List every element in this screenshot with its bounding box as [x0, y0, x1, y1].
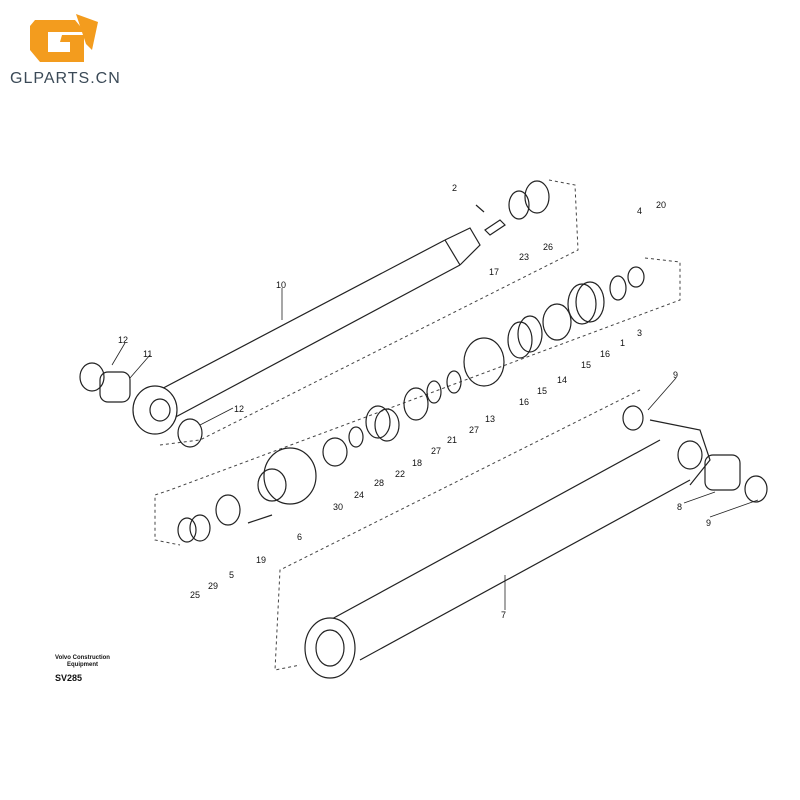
- callout-19: 19: [256, 555, 266, 565]
- caption-code: SV285: [55, 673, 83, 683]
- dashed-outline: [154, 179, 681, 671]
- excavator-bucket-logo: [30, 14, 98, 62]
- callout-29: 29: [208, 581, 218, 591]
- callout-30: 30: [333, 502, 343, 512]
- callout-4: 4: [637, 206, 642, 216]
- callout-9-top: 9: [673, 370, 678, 380]
- callout-22: 22: [395, 469, 405, 479]
- callout-7: 7: [501, 610, 506, 620]
- callout-28: 28: [374, 478, 384, 488]
- callout-27-right: 27: [469, 425, 479, 435]
- callout-24: 24: [354, 490, 364, 500]
- callout-5: 5: [229, 570, 234, 580]
- callout-20: 20: [656, 200, 666, 210]
- callout-2: 2: [452, 183, 457, 193]
- callout-3: 3: [637, 328, 642, 338]
- callout-16-right: 16: [600, 349, 610, 359]
- callout-11: 11: [143, 349, 152, 359]
- callout-18: 18: [412, 458, 422, 468]
- callout-9-bottom: 9: [706, 518, 711, 528]
- callout-16-left: 16: [519, 397, 529, 407]
- callout-14: 14: [557, 375, 567, 385]
- leader-lines: [111, 288, 759, 610]
- callout-27-left: 27: [431, 446, 441, 456]
- callout-1: 1: [620, 338, 625, 348]
- caption-company: Volvo Construction Equipment: [45, 655, 120, 669]
- callout-13: 13: [485, 414, 495, 424]
- callout-15-right: 15: [581, 360, 591, 370]
- callout-23: 23: [519, 252, 529, 262]
- callout-10: 10: [276, 280, 286, 290]
- callout-17: 17: [489, 267, 499, 277]
- callout-labels: 2 17 23 26 4 20 10 12 11 12 3 1 16 15 14…: [118, 183, 711, 620]
- callout-26: 26: [543, 242, 553, 252]
- callout-12-top: 12: [118, 335, 128, 345]
- callout-8: 8: [677, 502, 682, 512]
- callout-25: 25: [190, 590, 200, 600]
- callout-6: 6: [297, 532, 302, 542]
- brand-text: GLPARTS.CN: [10, 70, 121, 87]
- caption-line-1: Volvo Construction: [55, 655, 110, 661]
- seal-rings: [79, 180, 768, 543]
- callout-15-left: 15: [537, 386, 547, 396]
- callout-21: 21: [447, 435, 457, 445]
- callout-12-bottom: 12: [234, 404, 244, 414]
- piston-rod: [132, 227, 481, 435]
- caption-line-2: Equipment: [67, 662, 98, 668]
- cylinder-tube: [304, 419, 711, 679]
